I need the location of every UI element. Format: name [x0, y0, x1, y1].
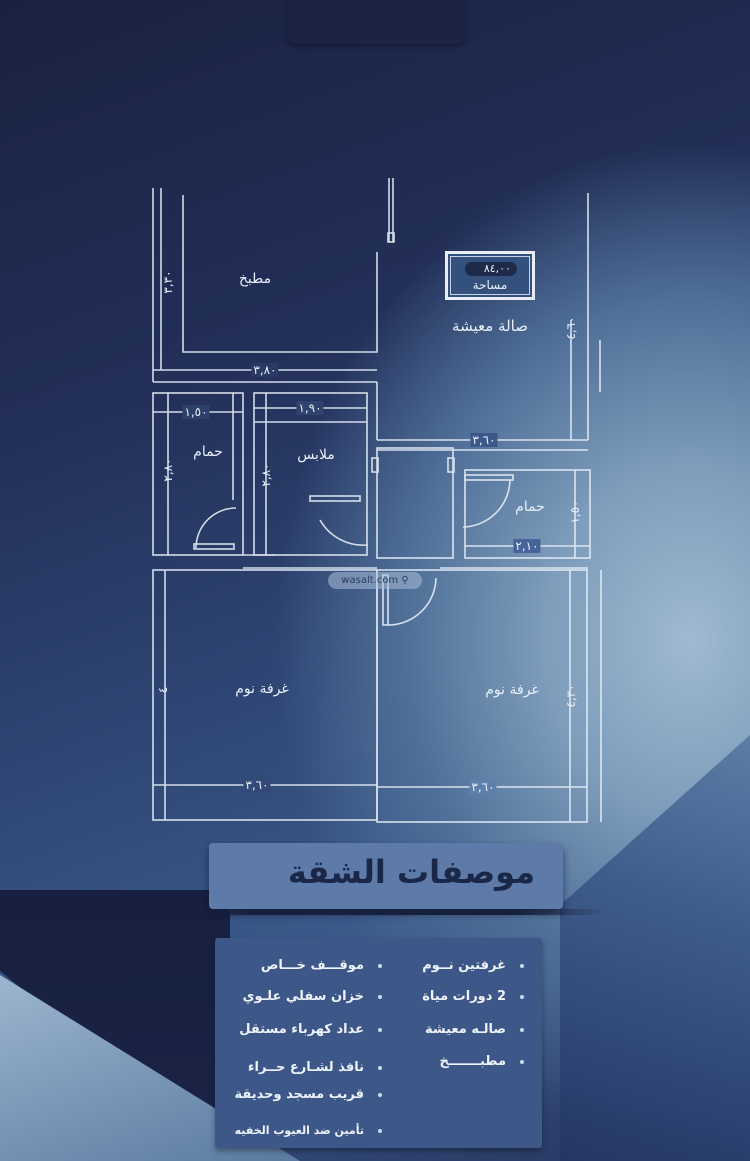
bullet-icon [378, 994, 382, 999]
bullet-icon [378, 963, 382, 968]
title-underline [165, 909, 605, 915]
room-label-bedroom-left: غرفة نوم [235, 681, 289, 697]
top-tab [287, 0, 465, 44]
specs-title-banner: موصفات الشقة [209, 843, 563, 909]
floor-plan-lines [152, 178, 602, 823]
room-label-bedroom-right: غرفة نوم [485, 682, 539, 698]
spec-item: تأمين ضد العيوب الخفيه [235, 1124, 382, 1137]
spec-item: موقـــف خـــاص [261, 958, 382, 973]
spec-item: نافذ لشـارع حــراء [248, 1060, 382, 1075]
dim-dressing-height: ٢,٨٠ [259, 463, 273, 487]
spec-item: غرفتين نــوم [422, 958, 524, 973]
floor-plan: ٨٤,٠٠ مساحة مطبخ صالة معيشة حمام ملابس ح… [152, 178, 602, 823]
dim-bedroom-left-height: ٤ [156, 686, 170, 694]
bullet-icon [378, 1065, 382, 1070]
area-value: ٨٤,٠٠ [465, 262, 517, 276]
spec-item: عداد كهرباء مستقل [239, 1022, 382, 1037]
watermark-text: wasalt.com [341, 575, 399, 586]
dim-bath-left-width: ١,٥٠ [182, 405, 210, 419]
dim-kitchen-width: ٣,٨٠ [251, 363, 279, 377]
specs-title: موصفات الشقة [287, 853, 535, 891]
room-label-living-room: صالة معيشة [452, 317, 528, 335]
bullet-icon [520, 1027, 524, 1032]
location-pin-icon: ⚲ [401, 575, 409, 586]
room-label-bathroom-right: حمام [515, 499, 545, 515]
bullet-icon [378, 1129, 382, 1133]
room-label-bathroom-left: حمام [193, 444, 223, 460]
spec-item: قريب مسجد وحديقة [234, 1087, 382, 1102]
spec-item: خزان سفلي علـوي [243, 989, 382, 1004]
area-label: مساحة [472, 278, 508, 292]
spec-item: 2 دورات مياة [422, 989, 524, 1004]
dim-dressing-width: ١,٩٠ [296, 401, 324, 415]
room-label-kitchen: مطبخ [238, 271, 272, 287]
dim-bedroom-left-width: ٣,٦٠ [243, 778, 271, 792]
bullet-icon [520, 963, 524, 968]
dim-living-height: ٤,٦٠ [564, 316, 578, 340]
dim-bedroom-right-height: ٤,٣٠ [564, 684, 578, 708]
spec-item: مطبـــــــخ [440, 1054, 524, 1069]
bullet-icon [520, 1059, 524, 1064]
specs-panel: غرفتين نــوم 2 دورات مياة صالـه معيشة مط… [215, 938, 542, 1148]
dim-bath-right-width: ٢,١٠ [513, 539, 541, 553]
bullet-icon [520, 994, 524, 999]
watermark: wasalt.com ⚲ [328, 572, 422, 589]
dim-bedroom-right-width: ٣,٦٠ [469, 780, 497, 794]
bullet-icon [378, 1027, 382, 1032]
room-label-dressing-room: ملابس [297, 447, 335, 463]
area-box: ٨٤,٠٠ مساحة [445, 251, 535, 300]
bullet-icon [378, 1092, 382, 1097]
dim-living-width: ٣,٦٠ [470, 433, 498, 447]
dim-bath-left-height: ٢,٨٠ [161, 458, 175, 482]
dim-kitchen-height: ٣,٣٠ [161, 270, 175, 294]
dim-bath-right-height: ١,٥٠ [568, 500, 582, 524]
spec-item: صالـه معيشة [425, 1022, 524, 1037]
